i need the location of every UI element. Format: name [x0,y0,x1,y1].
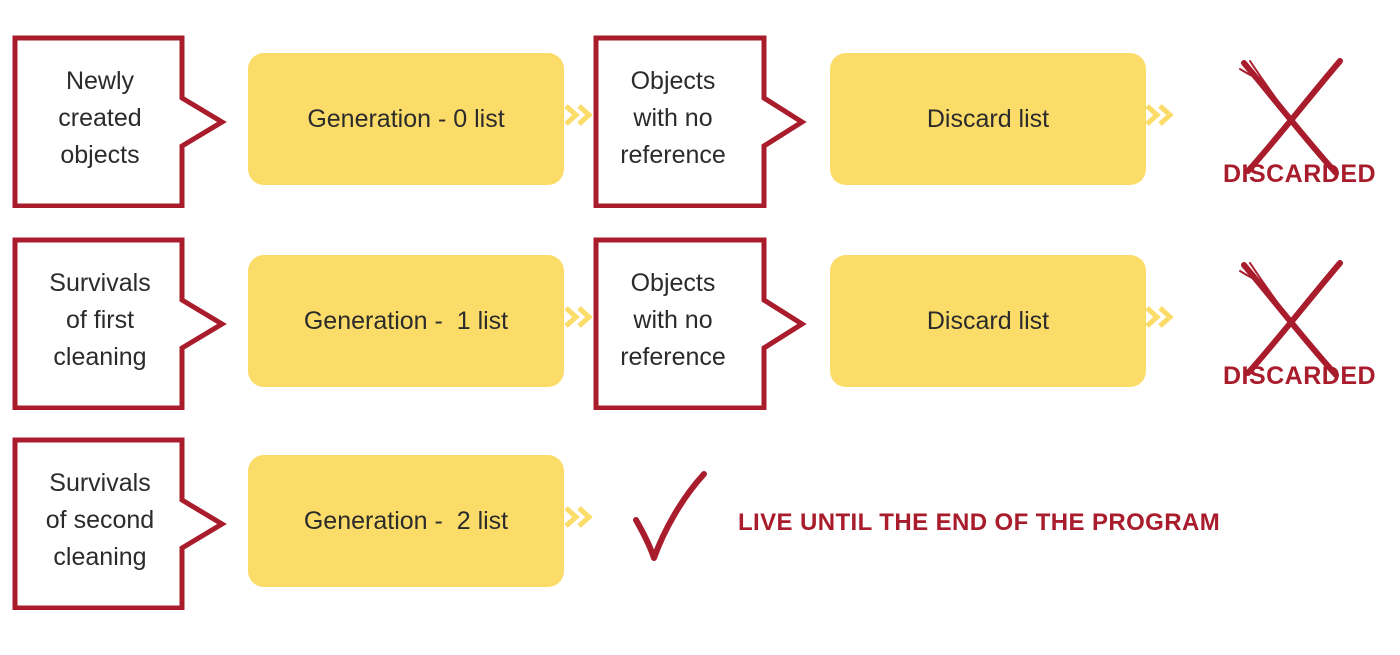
source-node-second-cleaning: Survivals of second cleaning [0,435,240,610]
discard-list-0: Discard list [830,53,1146,185]
condition-node-no-reference-1: Objects with no reference [580,235,820,410]
live-until-end-label: LIVE UNTIL THE END OF THE PROGRAM [738,509,1221,536]
discarded-label: DISCARDED [1222,362,1377,390]
cross-icon [1239,58,1343,176]
arrow-box-outline [12,237,227,410]
condition-label: Objects with no reference [620,66,726,169]
discarded-label: DISCARDED [1222,160,1377,188]
generation-1-list: Generation - 1 list [248,255,564,387]
double-chevron-icon [564,306,593,328]
condition-node-no-reference-0: Objects with no reference [580,33,820,208]
arrow-box-outline [12,437,227,610]
source-node-first-cleaning: Survivals of first cleaning [0,235,240,410]
double-chevron-icon [1145,104,1174,126]
double-chevron-icon [564,104,593,126]
condition-label: Objects with no reference [620,268,726,371]
generation-2-list: Generation - 2 list [248,455,564,587]
cross-icon [1239,260,1343,378]
generation-0-list: Generation - 0 list [248,53,564,185]
arrow-box-outline [593,237,807,410]
arrow-box-outline [593,35,807,208]
source-label: Survivals of first cleaning [49,268,151,371]
source-label: Newly created objects [58,66,142,169]
checkmark-icon [633,471,707,561]
double-chevron-icon [1145,306,1174,328]
double-chevron-icon [564,506,593,528]
source-label: Survivals of second cleaning [45,468,155,571]
source-node-newly-created: Newly created objects [0,33,240,208]
discard-list-1: Discard list [830,255,1146,387]
arrow-box-outline [12,35,227,208]
